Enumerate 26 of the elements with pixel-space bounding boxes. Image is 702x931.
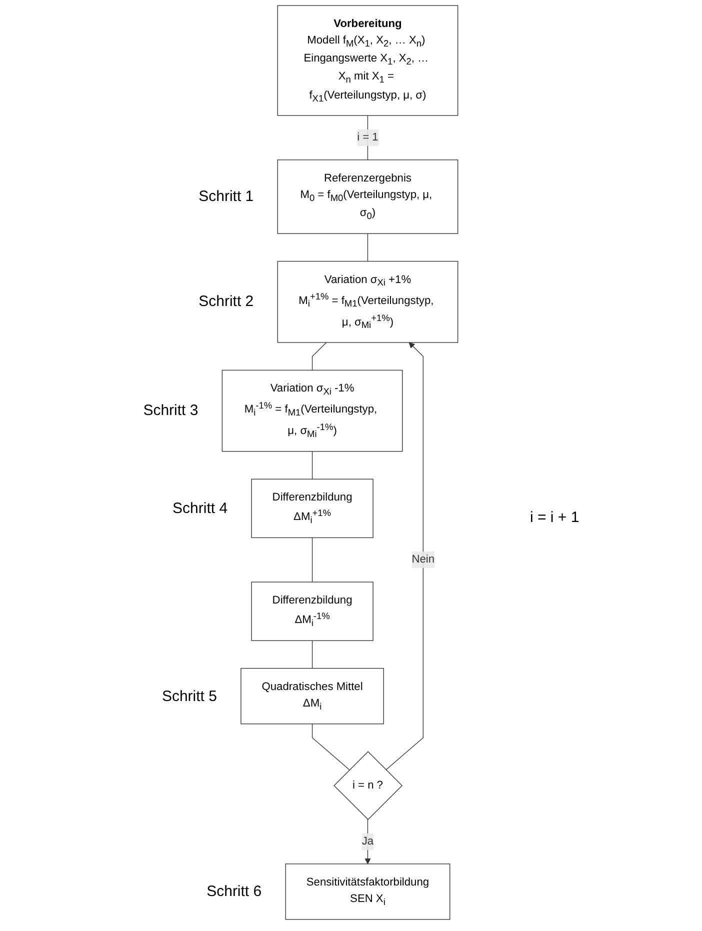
step-label: Schritt 6: [206, 883, 262, 900]
connector: [312, 640, 313, 669]
arrow: [386, 342, 424, 770]
connector: [312, 537, 313, 582]
edge-label: Ja: [362, 835, 374, 848]
connector: [312, 724, 350, 770]
connector: [367, 115, 368, 160]
node-box: Variation σ$_{Xi}$ +1% M$_{i}$$^{+1%}$ = f$_{M1}$(Verteilungstyp, μ, σ$_{Mi}$$^{+1%}$): [277, 260, 458, 343]
connector: [367, 233, 368, 262]
node-box: Variation σ$_{Xi}$ -1% M$_{i}$$^{-1%}$ = f$_{M1}$(Verteilungstyp, μ, σ$_{Mi}$$^{-1%}$): [222, 370, 403, 452]
step-label: Schritt 3: [143, 402, 198, 420]
edge-label: Nein: [412, 554, 435, 566]
node-diamond: i = n ?: [334, 751, 403, 820]
step-label: Schritt 5: [162, 688, 217, 705]
step-label: Schritt 2: [198, 293, 254, 310]
step-label: Schritt 1: [198, 188, 254, 206]
node-box: Referenzergebnis M$_{0}$ = f$_{M0}$(Verteilungstyp, μ, σ$_{0}$): [277, 160, 458, 234]
connector: [312, 451, 313, 480]
node-box: Sensitivitätsfaktorbildung SEN X$_{i}$: [285, 864, 450, 920]
loop-label: i = i + 1: [530, 508, 580, 526]
node-box: Vorbereitung Modell f$_{M}$(X$_{1}$, X$_{2}$, … X$_{n}$) Eingangswerte X$_{1}$, X$_{2}$, … X$_{n}$ mit X$_{1}$ = f$_{X1}$(Verteilungstyp, μ, σ): [277, 5, 458, 116]
edge-label: i = 1: [357, 131, 378, 144]
arrow: [364, 819, 371, 864]
connector: [312, 342, 327, 371]
step-label: Schritt 4: [172, 500, 228, 517]
node-box: Quadratisches Mittel ΔM$_{i}$: [240, 668, 384, 724]
